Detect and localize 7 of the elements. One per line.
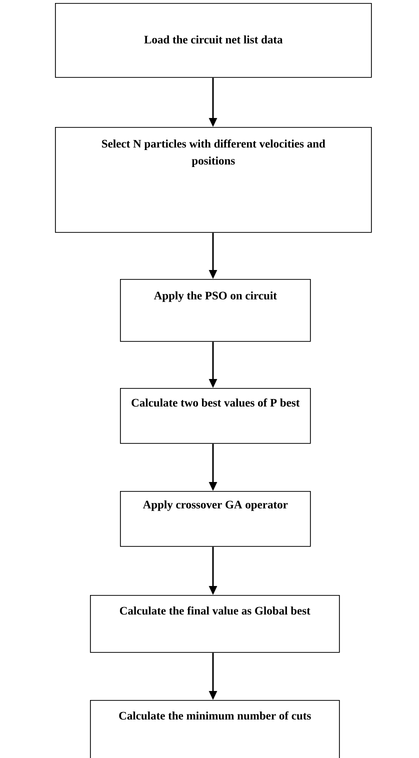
- process-box: Load the circuit net list data: [55, 3, 372, 78]
- process-box: Calculate the minimum number of cuts: [90, 700, 340, 758]
- process-box: Apply crossover GA operator: [120, 491, 311, 547]
- process-box: Calculate two best values of P best: [120, 388, 311, 444]
- process-box: Apply the PSO on circuit: [120, 279, 311, 342]
- process-box: Select N particles with different velocities and positions: [55, 127, 372, 233]
- process-box: Calculate the final value as Global best: [90, 595, 340, 653]
